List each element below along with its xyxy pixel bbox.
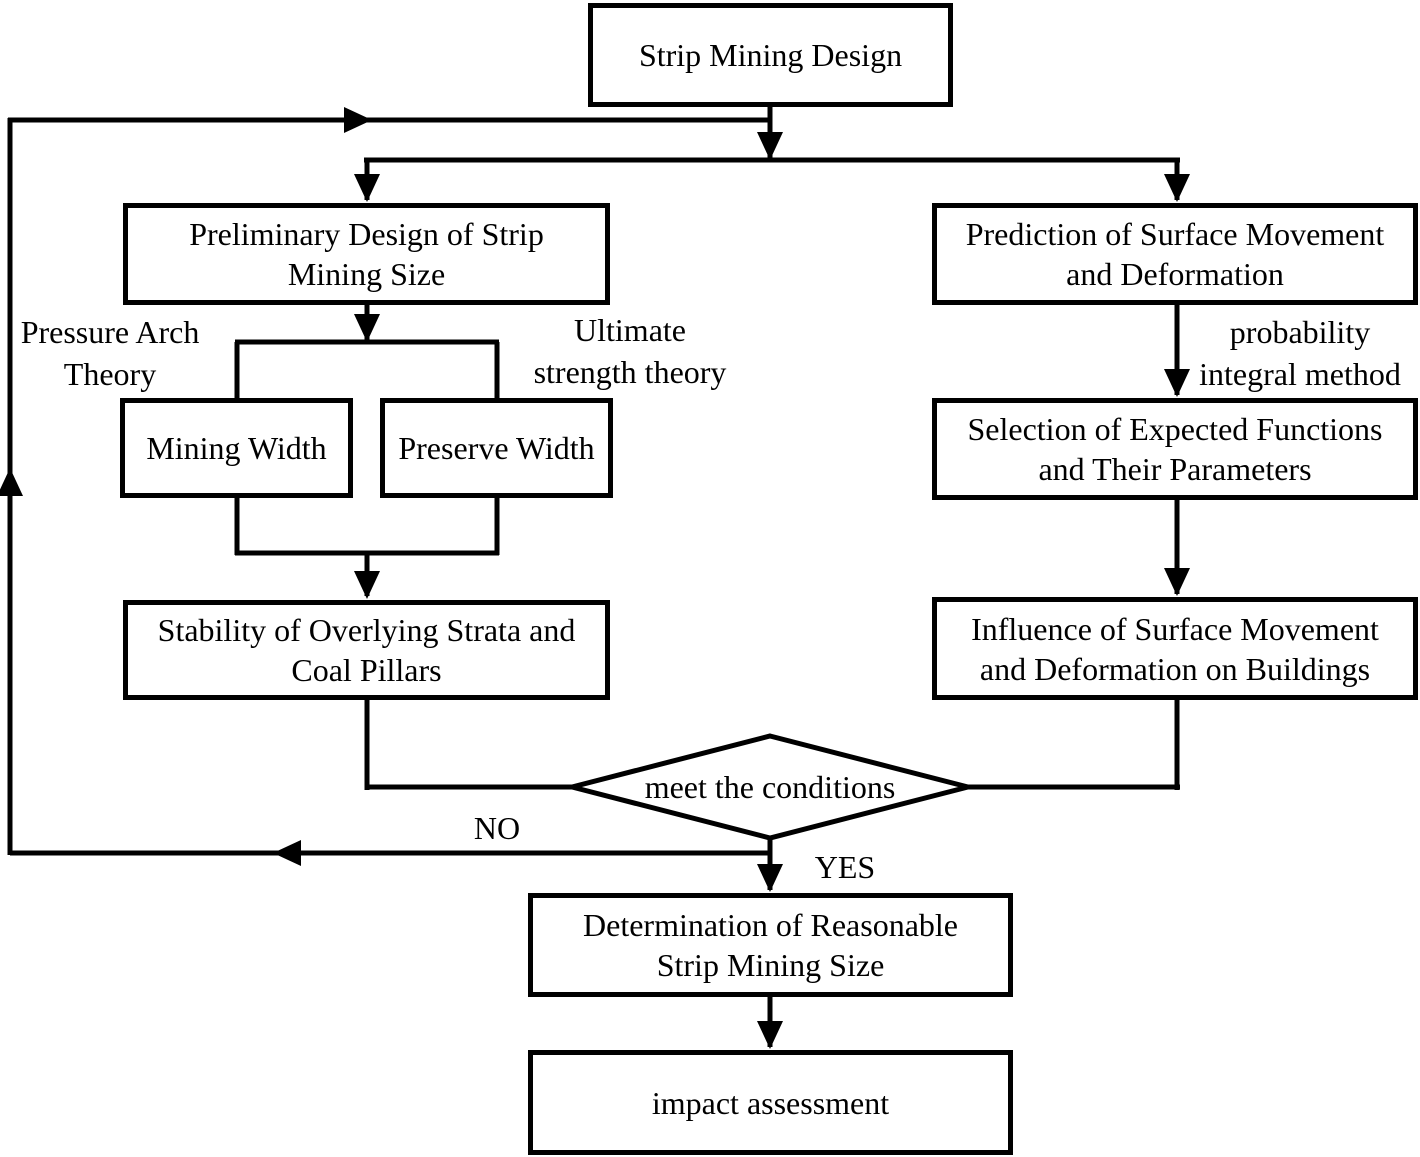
arrowhead-down-preliminary	[354, 174, 380, 202]
arrowhead-down-split	[757, 132, 783, 160]
label-ultimate-strength-theory: Ultimate strength theory	[533, 312, 727, 390]
node-stability-overlying-strata: Stability of Overlying Strata and Coal P…	[123, 600, 610, 700]
arrowhead-down-influence	[1164, 568, 1190, 596]
node-impact-assessment: impact assessment	[528, 1050, 1013, 1155]
label-pressure-arch-theory: Pressure Arch Theory	[20, 314, 200, 392]
arrowhead-down-bracket	[354, 314, 380, 342]
node-preserve-width: Preserve Width	[380, 398, 613, 498]
label-yes: YES	[814, 849, 876, 885]
decision-diamond-shape	[571, 733, 969, 841]
label-probability-integral-method: probability integral method	[1199, 314, 1401, 392]
node-selection-expected-functions: Selection of Expected Functions and Thei…	[932, 398, 1418, 500]
arrowhead-left-no	[273, 840, 301, 866]
node-determination-reasonable-size: Determination of Reasonable Strip Mining…	[528, 893, 1013, 997]
node-strip-mining-design: Strip Mining Design	[588, 3, 953, 107]
arrowhead-down-impact	[757, 1021, 783, 1049]
arrowhead-down-selection	[1164, 369, 1190, 397]
node-influence-surface-movement: Influence of Surface Movement and Deform…	[932, 597, 1418, 700]
arrowhead-down-stability	[354, 571, 380, 599]
arrowhead-right-feedback	[344, 107, 372, 133]
node-preliminary-design: Preliminary Design of Strip Mining Size	[123, 203, 610, 305]
node-meet-the-conditions-label: meet the conditions	[644, 769, 896, 805]
node-mining-width: Mining Width	[120, 398, 353, 498]
arrowhead-up-feedback	[0, 468, 23, 496]
arrowhead-down-determination	[757, 864, 783, 892]
label-no: NO	[473, 810, 521, 846]
arrowhead-down-prediction	[1164, 174, 1190, 202]
node-prediction-surface-movement: Prediction of Surface Movement and Defor…	[932, 203, 1418, 305]
